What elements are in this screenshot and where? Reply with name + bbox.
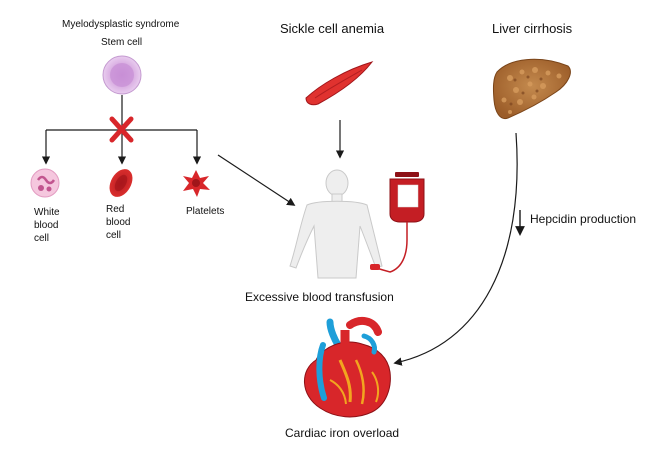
liver-cirrhosis-label: Liver cirrhosis — [492, 21, 573, 36]
sickle-cell-icon — [305, 61, 374, 106]
arrow-liver-to-heart — [393, 132, 518, 366]
white-blood-cell-icon — [30, 168, 60, 198]
hepcidin-label: Hepcidin production — [530, 212, 637, 226]
block-x-icon — [109, 116, 134, 143]
arrow-mds-to-patient — [217, 154, 296, 206]
red-blood-cell-label: Red blood cell — [106, 204, 131, 241]
stem-cell-label: Stem cell — [101, 37, 143, 48]
heart-icon — [304, 316, 391, 418]
mds-label: Myelodysplastic syndrome — [62, 19, 180, 30]
sickle-cell-label: Sickle cell anemia — [280, 21, 385, 36]
platelets-label: Platelets — [186, 206, 225, 217]
platelet-icon — [183, 170, 210, 197]
cardiac-iron-overload-label: Cardiac iron overload — [285, 426, 400, 440]
blood-bag-icon — [370, 172, 425, 273]
cirrhotic-liver-icon — [492, 58, 571, 120]
patient-body-icon — [289, 169, 383, 279]
transfusion-label: Excessive blood transfusion — [245, 290, 394, 304]
stem-cell-icon — [102, 55, 142, 95]
white-blood-cell-label: White blood cell — [34, 207, 60, 244]
red-blood-cell-icon — [109, 169, 133, 197]
